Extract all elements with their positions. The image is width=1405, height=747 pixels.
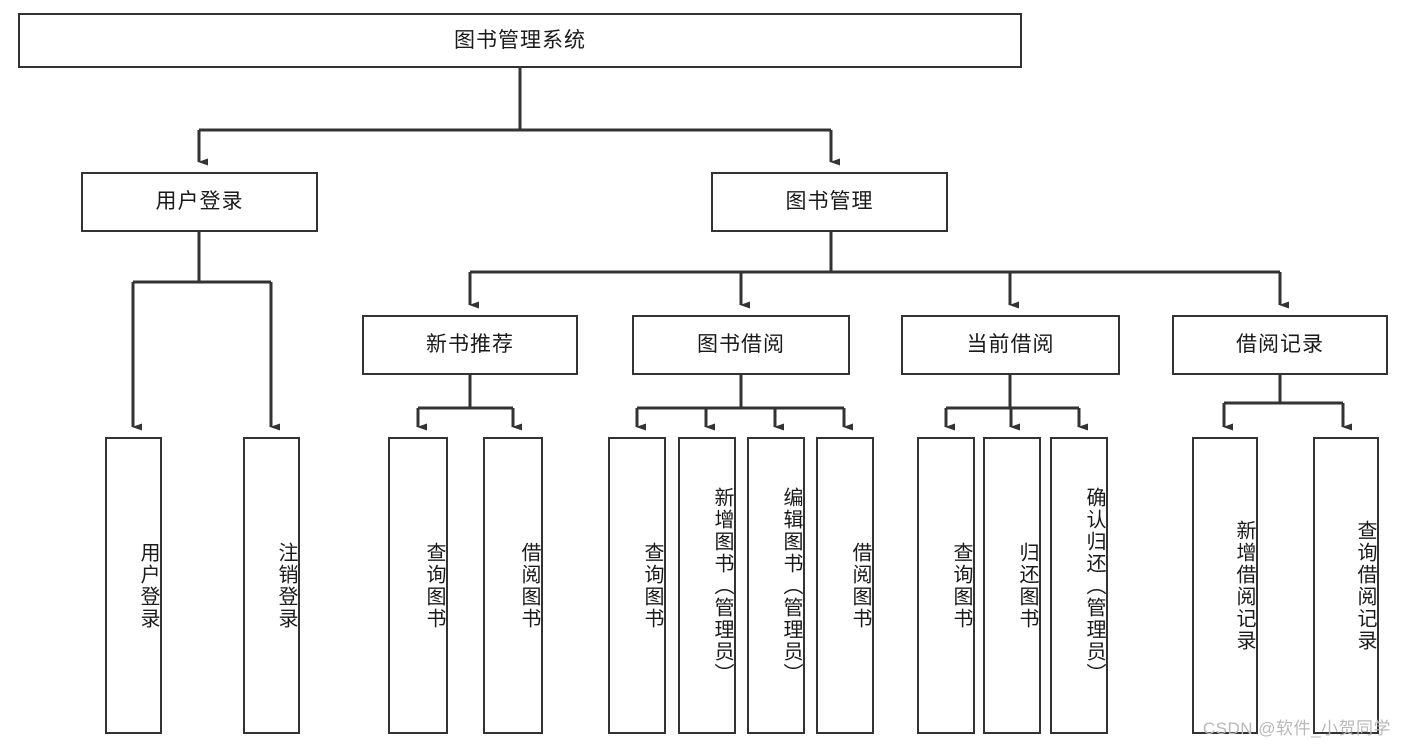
- leaf-query-book-3[interactable]: 查询图书: [917, 437, 975, 734]
- node-current-borrow-label: 当前借阅: [966, 333, 1055, 357]
- leaf-confirm-return[interactable]: 确认归还（管理员）: [1050, 437, 1108, 734]
- leaf-user-logout-label: 注销登录: [275, 541, 297, 630]
- node-borrow-record-label: 借阅记录: [1236, 333, 1324, 357]
- node-user-login-label: 用户登录: [155, 190, 244, 214]
- node-root[interactable]: 图书管理系统: [18, 13, 1022, 68]
- leaf-add-book-label: 新增图书（管理员）: [711, 486, 733, 685]
- leaf-borrow-book-2[interactable]: 借阅图书: [816, 437, 874, 734]
- leaf-query-book-2[interactable]: 查询图书: [608, 437, 666, 734]
- node-borrow-record[interactable]: 借阅记录: [1172, 315, 1388, 375]
- leaf-return-book[interactable]: 归还图书: [983, 437, 1041, 734]
- node-book-manage[interactable]: 图书管理: [711, 172, 948, 232]
- leaf-query-book-3-label: 查询图书: [950, 541, 972, 630]
- leaf-edit-book[interactable]: 编辑图书（管理员）: [747, 437, 805, 734]
- leaf-user-logout[interactable]: 注销登录: [243, 437, 300, 734]
- leaf-add-record[interactable]: 新增借阅记录: [1192, 437, 1258, 734]
- node-book-manage-label: 图书管理: [785, 190, 874, 214]
- node-new-book-recommend-label: 新书推荐: [426, 333, 514, 357]
- node-book-borrow-label: 图书借阅: [697, 333, 785, 357]
- leaf-add-book[interactable]: 新增图书（管理员）: [678, 437, 736, 734]
- leaf-borrow-book-2-label: 借阅图书: [849, 541, 871, 630]
- watermark: CSDN @软件_小贺同学: [1202, 719, 1391, 738]
- leaf-user-login[interactable]: 用户登录: [105, 437, 162, 734]
- leaf-return-book-label: 归还图书: [1016, 541, 1038, 630]
- leaf-query-record-label: 查询借阅记录: [1354, 519, 1376, 652]
- node-book-borrow[interactable]: 图书借阅: [632, 315, 850, 375]
- node-current-borrow[interactable]: 当前借阅: [901, 315, 1120, 375]
- node-user-login[interactable]: 用户登录: [81, 172, 318, 232]
- leaf-borrow-book-1-label: 借阅图书: [518, 541, 540, 630]
- leaf-add-record-label: 新增借阅记录: [1233, 519, 1255, 652]
- leaf-query-book-1-label: 查询图书: [423, 541, 445, 630]
- node-new-book-recommend[interactable]: 新书推荐: [362, 315, 578, 375]
- leaf-confirm-return-label: 确认归还（管理员）: [1083, 486, 1105, 685]
- leaf-query-book-2-label: 查询图书: [641, 541, 663, 630]
- leaf-user-login-label: 用户登录: [137, 541, 159, 630]
- leaf-edit-book-label: 编辑图书（管理员）: [780, 486, 802, 685]
- leaf-query-book-1[interactable]: 查询图书: [388, 437, 448, 734]
- leaf-query-record[interactable]: 查询借阅记录: [1313, 437, 1379, 734]
- leaf-borrow-book-1[interactable]: 借阅图书: [483, 437, 543, 734]
- node-root-label: 图书管理系统: [454, 28, 586, 52]
